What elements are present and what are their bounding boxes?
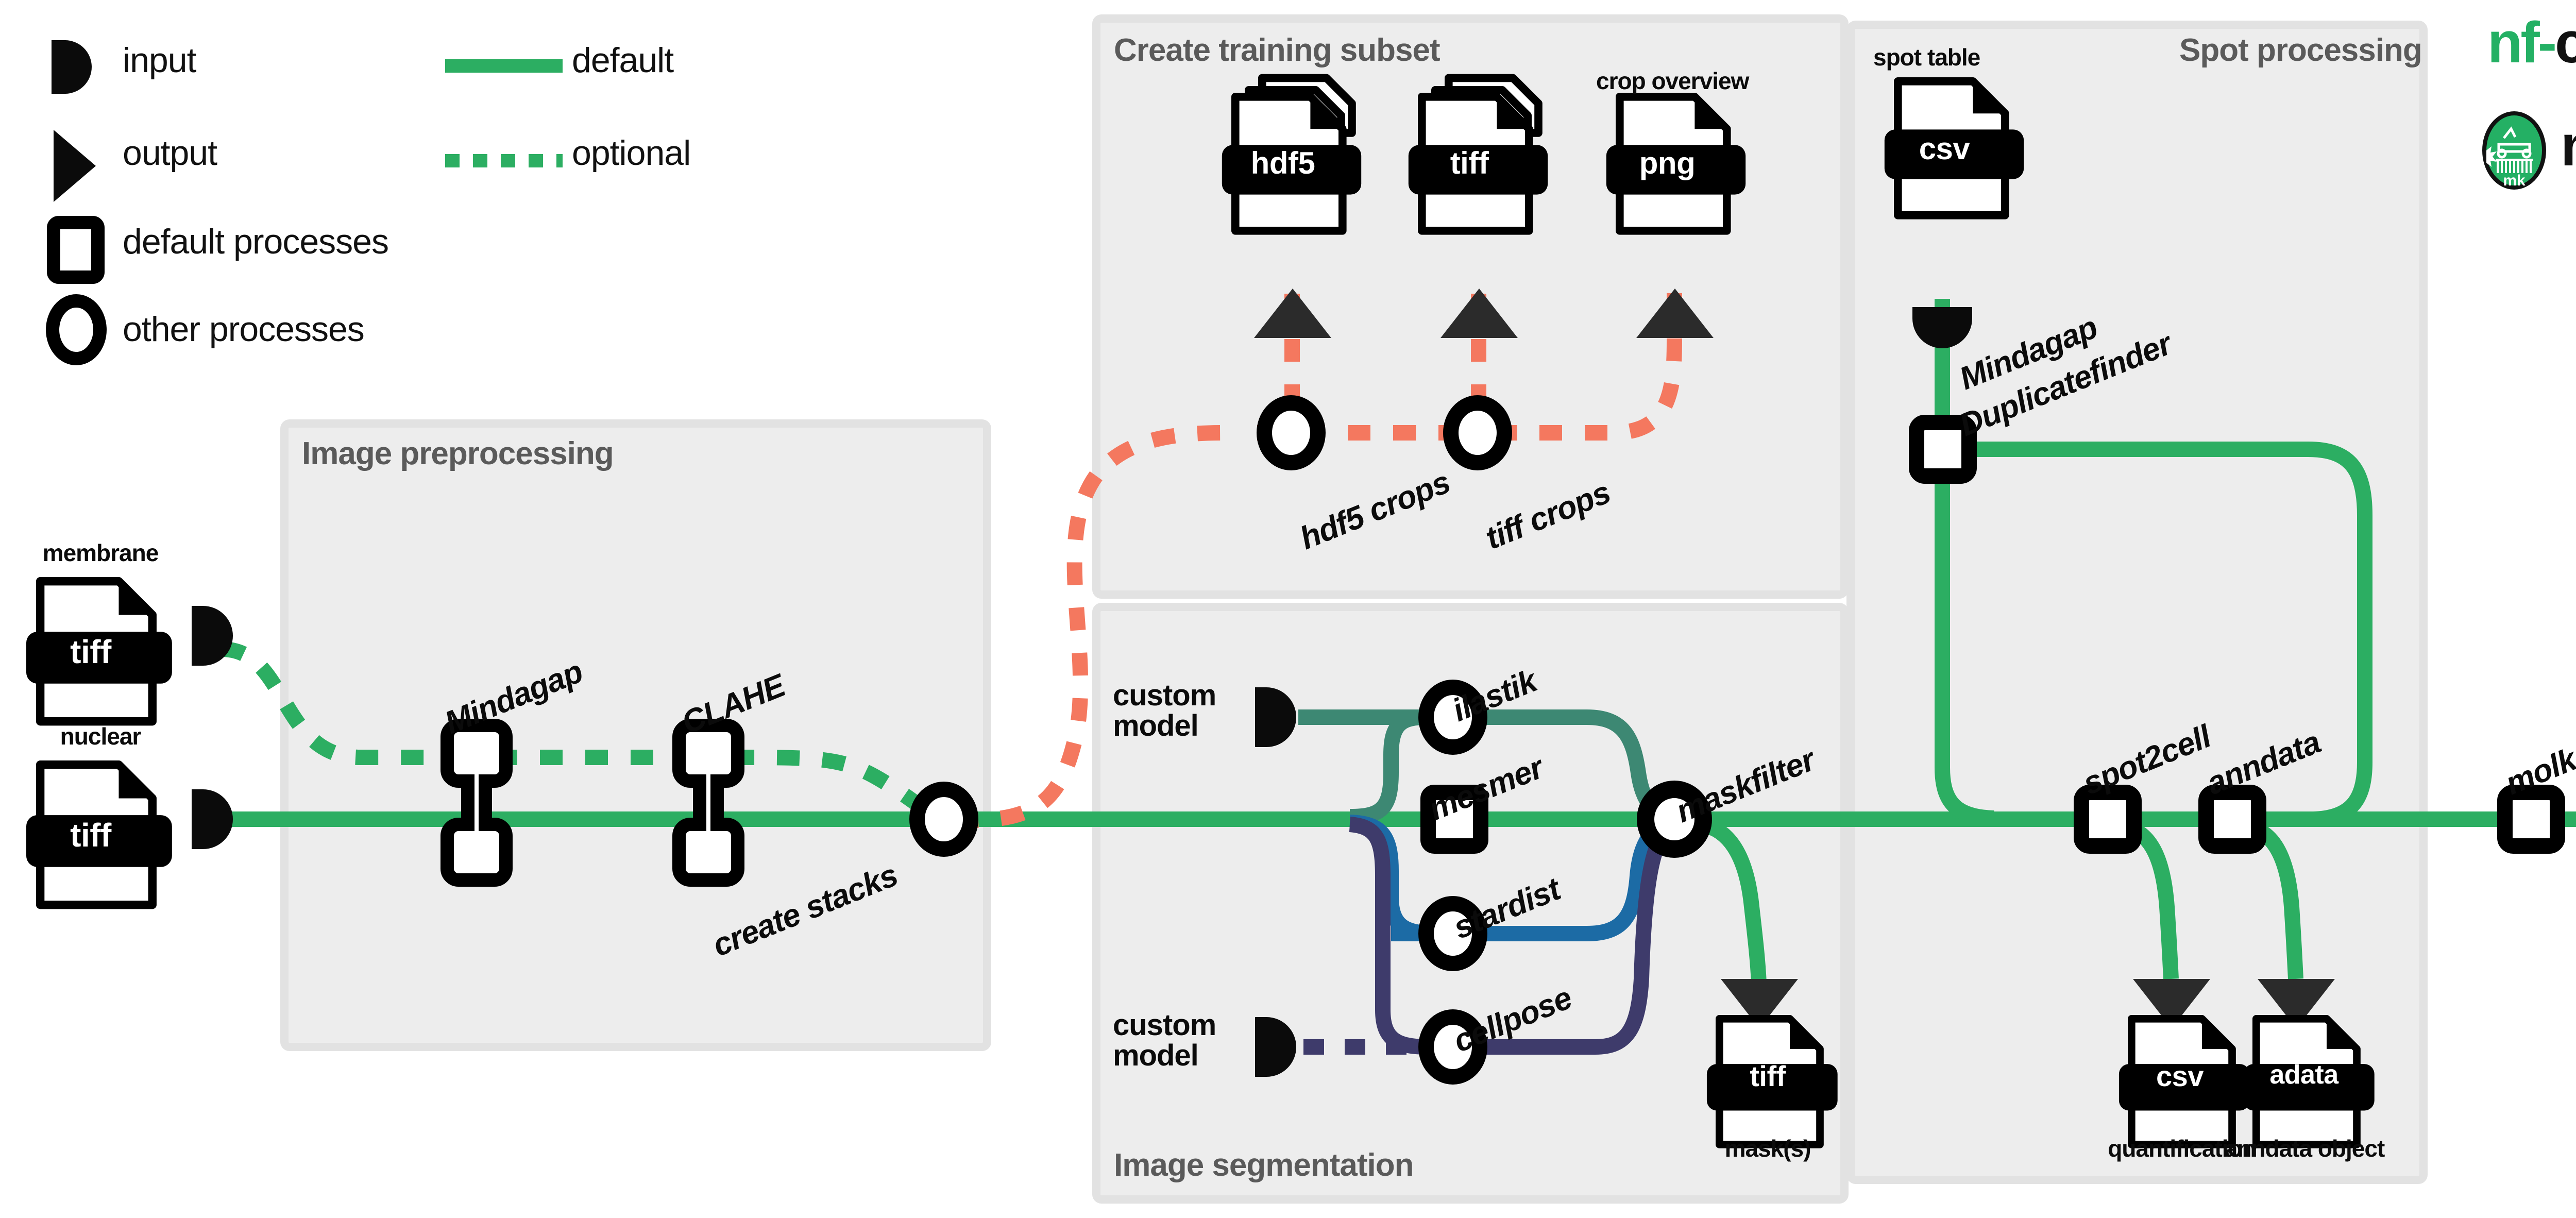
ext-label-adata: adata	[2269, 1060, 2338, 1090]
edge-dupfinder-down-to-spine	[1935, 466, 1994, 826]
ext-label-spot-csv: csv	[1919, 131, 1970, 166]
input-caption-nuclear: nuclear	[60, 723, 142, 750]
output-caption-masks: mask(s)	[1724, 1135, 1811, 1162]
output-arrow-icon	[54, 130, 96, 202]
process-tiff-crops	[1443, 395, 1512, 470]
panel-backgrounds	[280, 14, 2428, 1204]
process-hdf5-crops	[1257, 395, 1326, 470]
ext-label-mask-tiff: tiff	[1750, 1060, 1786, 1092]
edge-membrane-optional	[221, 641, 459, 765]
process-maskfilter	[1637, 781, 1712, 858]
process-clahe	[672, 719, 744, 887]
edge-maskfilter-to-mask	[1698, 817, 1767, 984]
panel-title-training-subset: Create training subset	[1114, 32, 1440, 68]
ext-label-png: png	[1639, 146, 1696, 180]
process-cellpose	[1418, 1009, 1487, 1085]
ext-label-tiff-crops: tiff	[1450, 146, 1489, 180]
edge-spine-to-cellpose	[1349, 817, 1430, 1055]
process-anndata	[2198, 785, 2266, 854]
ext-label-quant-csv: csv	[2156, 1060, 2204, 1092]
panel-title-segmentation: Image segmentation	[1114, 1147, 1414, 1183]
legend-label-default-processes: default processes	[123, 222, 389, 261]
panel-title-spot-processing: Spot processing	[2179, 32, 2422, 68]
input-connector-shapes	[192, 307, 1972, 1077]
input-shape-icon	[52, 40, 92, 94]
logo-glyphs: mk	[2482, 111, 2546, 190]
process-mindagap	[440, 719, 513, 887]
legend-label-other-processes: other processes	[123, 310, 365, 349]
edge-createstacks-to-crops	[955, 425, 1227, 828]
legend-label-input: input	[123, 41, 196, 80]
ext-label-membrane-tiff: tiff	[70, 633, 111, 670]
logo-org-text: nf-core	[2487, 10, 2576, 75]
process-mesmer	[1420, 785, 1488, 854]
legend-label-optional-line: optional	[572, 133, 691, 173]
output-caption-crop-overview: crop overview	[1596, 67, 1749, 94]
legend-glyphs	[46, 40, 563, 365]
mk-badge-icon: mk	[2482, 111, 2546, 190]
square-process-icon	[47, 216, 105, 284]
process-create-stacks	[909, 782, 978, 857]
ext-label-hdf5: hdf5	[1250, 146, 1315, 180]
ext-label-nuclear-tiff: tiff	[70, 817, 111, 854]
process-nodes	[440, 395, 2565, 1085]
process-stardist	[1418, 896, 1487, 971]
input-caption-spot-table: spot table	[1873, 44, 1980, 71]
process-molkartqc	[2497, 785, 2565, 854]
process-spot2cell	[2074, 785, 2142, 854]
svg-text:mk: mk	[2503, 172, 2526, 189]
output-caption-quantification: quantification	[2108, 1135, 2257, 1162]
logo-nf-core-text: nf-core	[2487, 9, 2576, 76]
edge-tiffcrops-to-png	[1494, 289, 1682, 441]
circle-process-icon	[46, 294, 107, 365]
edge-spot2cell-to-csv	[2121, 819, 2179, 979]
process-mindagap-duplicatefinder	[1909, 415, 1977, 484]
edge-anndata-to-adata	[2245, 819, 2303, 979]
input-caption-membrane: membrane	[42, 539, 159, 566]
legend-label-default-line: default	[572, 41, 674, 80]
legend-label-output: output	[123, 133, 217, 173]
process-ilastik	[1418, 680, 1487, 755]
output-caption-anndata-object: anndata object	[2224, 1135, 2385, 1162]
panel-title-preprocessing: Image preprocessing	[302, 436, 614, 471]
logo-pipeline-text: molkart	[2561, 112, 2576, 179]
